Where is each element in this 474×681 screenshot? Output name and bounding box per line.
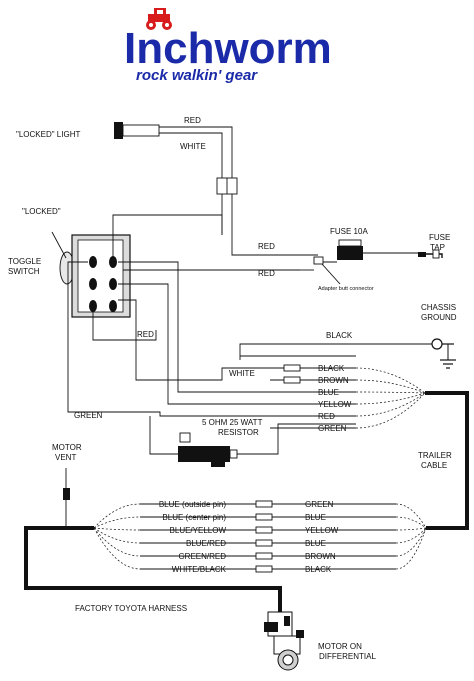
harness-left-label: BLUE/RED	[186, 539, 226, 548]
svg-text:MOTOR: MOTOR	[52, 443, 82, 452]
wire-light-white	[159, 132, 223, 178]
svg-text:TAP: TAP	[430, 243, 445, 252]
harness-right-label: BLUE	[305, 513, 326, 522]
fuse-tap	[418, 249, 443, 259]
motor-differential	[264, 611, 304, 671]
wire-light-red	[159, 126, 233, 178]
chassis-ground	[431, 338, 456, 369]
svg-text:CHASSIS: CHASSIS	[421, 303, 456, 312]
svg-text:GROUND: GROUND	[421, 313, 457, 322]
svg-text:RESISTOR: RESISTOR	[218, 428, 259, 437]
svg-text:SWITCH: SWITCH	[8, 267, 40, 276]
harness-wire-group: BLUE (outside pin) GREEN BLUE (center pin)…	[93, 500, 427, 574]
wire-label-fuse-red-bottom: RED	[258, 269, 275, 278]
toggle-switch	[51, 231, 131, 318]
trailer-wire-label: RED	[318, 412, 335, 421]
locked-light-label: "LOCKED" LIGHT	[16, 130, 80, 139]
trailer-wire-row: GREEN	[270, 392, 426, 433]
wire-black-ground	[239, 343, 432, 360]
harness-left-label: GREEN/RED	[178, 552, 226, 561]
svg-text:TRAILER: TRAILER	[418, 451, 452, 460]
logo-subtitle: rock walkin' gear	[136, 67, 258, 84]
harness-right-label: BLUE	[305, 539, 326, 548]
trailer-wire-label: BLUE	[318, 388, 339, 397]
resistor-label: 5 OHM 25 WATT RESISTOR	[202, 418, 263, 437]
logo: Inchworm rock walkin' gear	[124, 8, 332, 84]
resistor	[178, 432, 238, 467]
svg-text:TOGGLE: TOGGLE	[8, 257, 41, 266]
harness-left-label: BLUE/YELLOW	[170, 526, 227, 535]
fuse	[337, 239, 363, 260]
svg-text:DIFFERENTIAL: DIFFERENTIAL	[319, 652, 376, 661]
logo-title: Inchworm	[124, 24, 332, 73]
harness-wire-row: BLUE/RED BLUE	[93, 527, 427, 548]
locked-light: "LOCKED" LIGHT	[16, 122, 160, 139]
wire-fuse-red	[231, 194, 318, 256]
svg-text:FUSE: FUSE	[429, 233, 450, 242]
harness-wire-row: WHITE/BLACK BLACK	[93, 527, 427, 574]
svg-text:5 OHM 25 WATT: 5 OHM 25 WATT	[202, 418, 263, 427]
wire-label-light-white: WHITE	[180, 142, 206, 151]
adapter-label: Adapter butt connector	[318, 286, 374, 292]
motor-vent	[63, 488, 70, 500]
trailer-cable	[425, 391, 469, 530]
factory-harness-cable	[24, 526, 282, 615]
toggle-switch-label: TOGGLE SWITCH	[8, 257, 41, 276]
fuse-tap-label: FUSE TAP	[429, 233, 450, 252]
trailer-wire-row: BROWN	[270, 376, 426, 394]
harness-wire-row: BLUE/YELLOW YELLOW	[93, 526, 427, 535]
harness-left-label: BLUE (outside pin)	[159, 500, 226, 509]
harness-wire-row: BLUE (center pin) BLUE	[93, 513, 427, 529]
svg-text:CABLE: CABLE	[421, 461, 447, 470]
wire-label-black: BLACK	[326, 331, 353, 340]
trailer-wire-label: YELLOW	[318, 400, 352, 409]
wire-label-green: GREEN	[74, 411, 103, 420]
harness-right-label: YELLOW	[305, 526, 339, 535]
trailer-wire-row: BLACK	[270, 364, 426, 394]
wire-label-fuse-red-top: RED	[258, 242, 275, 251]
harness-wire-row: GREEN/RED BROWN	[93, 527, 427, 561]
trailer-wire-label: BROWN	[318, 376, 349, 385]
harness-left-label: BLUE (center pin)	[162, 513, 226, 522]
chassis-ground-label: CHASSIS GROUND	[421, 303, 457, 322]
trailer-wire-row: YELLOW	[270, 392, 426, 409]
trailer-wire-label: BLACK	[318, 364, 345, 373]
trailer-wire-group: BLACK BROWN BLUE YELLOW RED GREEN	[270, 364, 426, 433]
trailer-wire-row: RED	[270, 392, 426, 421]
wire-label-light-red: RED	[184, 116, 201, 125]
motor-vent-label: MOTOR VENT	[52, 443, 82, 462]
trailer-cable-label: TRAILER CABLE	[418, 451, 452, 470]
svg-text:VENT: VENT	[55, 453, 76, 462]
adapter-butt-connector	[313, 256, 324, 265]
harness-right-label: GREEN	[305, 500, 334, 509]
fuse-label: FUSE 10A	[330, 227, 368, 236]
factory-harness-label: FACTORY TOYOTA HARNESS	[75, 604, 187, 613]
trailer-wire-row: BLUE	[270, 388, 426, 397]
wire-label-switch-red: RED	[137, 330, 154, 339]
harness-left-label: WHITE/BLACK	[172, 565, 227, 574]
harness-right-label: BLACK	[305, 565, 332, 574]
harness-wire-row: BLUE (outside pin) GREEN	[93, 500, 427, 529]
locked-label: "LOCKED"	[22, 207, 61, 216]
trailer-wire-label: GREEN	[318, 424, 347, 433]
wire-label-white: WHITE	[229, 369, 255, 378]
harness-right-label: BROWN	[305, 552, 336, 561]
motor-differential-label: MOTOR ON DIFFERENTIAL	[318, 642, 376, 661]
svg-text:MOTOR ON: MOTOR ON	[318, 642, 362, 651]
truck-icon	[146, 8, 172, 30]
